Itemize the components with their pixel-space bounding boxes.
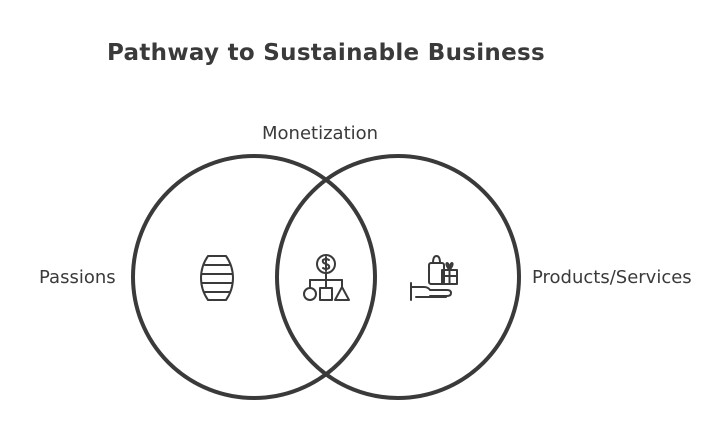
circle-passions xyxy=(131,154,377,400)
dollar-flowchart-icon xyxy=(303,254,350,301)
diagram-title: Pathway to Sustainable Business xyxy=(106,40,545,66)
label-products-services: Products/Services xyxy=(532,267,692,288)
label-passions: Passions xyxy=(39,267,116,288)
label-monetization: Monetization xyxy=(262,123,379,144)
hand-gift-bag-icon xyxy=(410,255,458,301)
hourglass-coin-stack-icon xyxy=(200,255,234,301)
circle-products-services xyxy=(275,154,521,400)
